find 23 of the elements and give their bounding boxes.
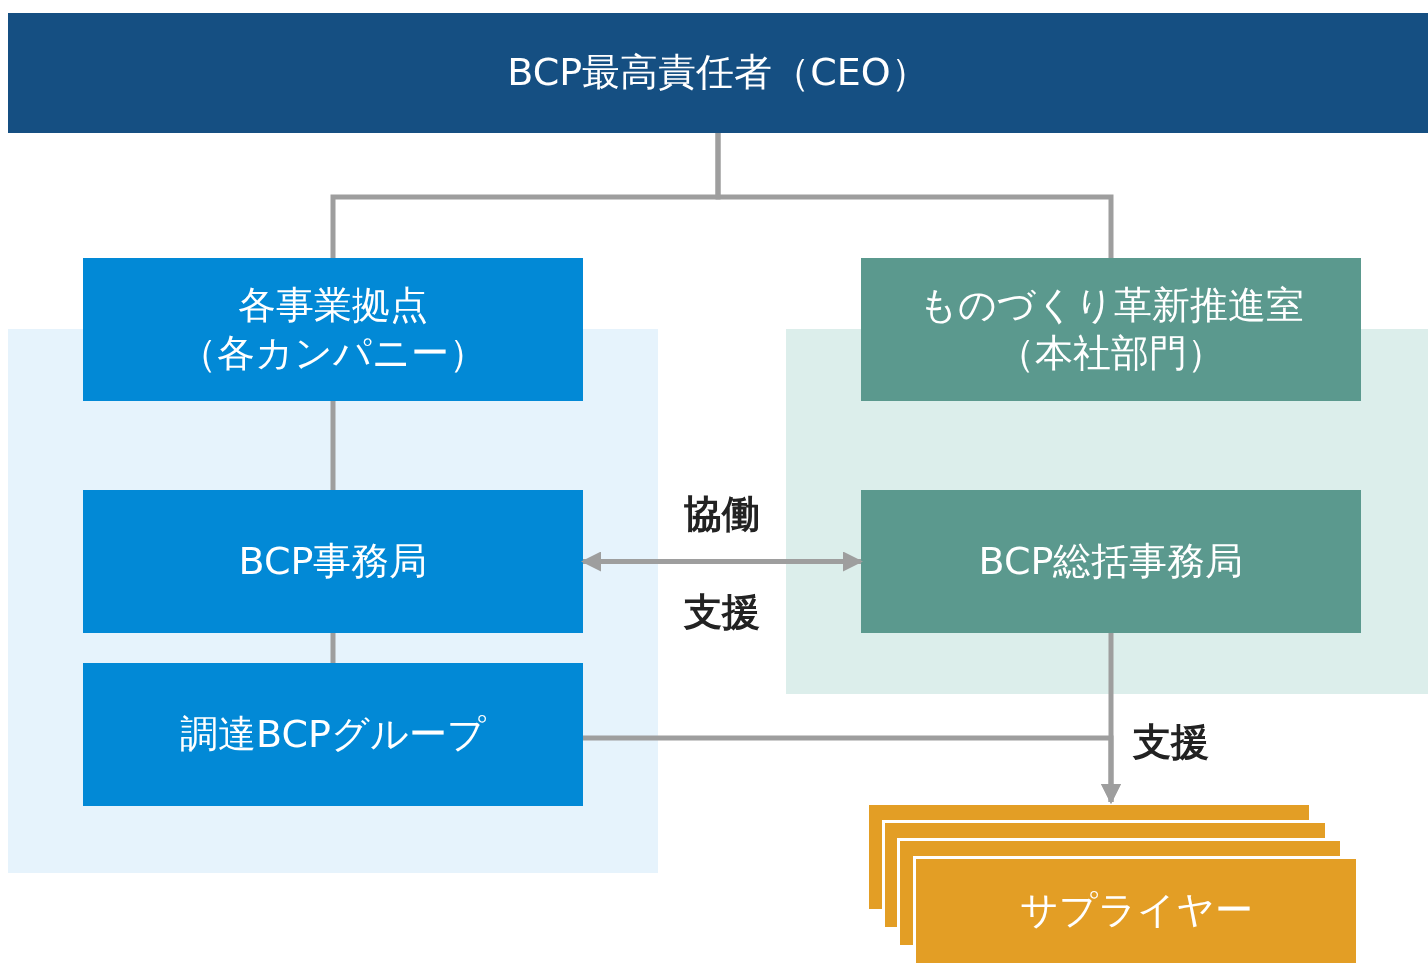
group-panel	[8, 401, 658, 873]
box-label: BCP事務局	[238, 537, 428, 585]
box-label: ものづくり革新推進室	[918, 282, 1304, 329]
box-label: BCP総括事務局	[978, 537, 1244, 585]
box-label: サプライヤー	[1019, 887, 1253, 935]
box-label: 各事業拠点	[238, 282, 428, 329]
box-label: （本社部門）	[997, 329, 1225, 377]
box-label: BCP最高責任者（CEO）	[507, 49, 929, 97]
arrow	[581, 551, 863, 572]
group-panel	[786, 401, 1428, 694]
connector-line	[330, 401, 336, 490]
box-label: （各カンパニー）	[179, 329, 487, 377]
process-box	[83, 663, 583, 806]
process-box	[861, 490, 1361, 633]
process-box	[83, 490, 583, 633]
connector-line	[715, 133, 1114, 258]
process-box	[83, 258, 583, 401]
stacked-cards	[866, 802, 1356, 963]
arrow	[583, 735, 1121, 804]
box-label: 調達BCPグループ	[180, 710, 486, 758]
connector-line	[330, 633, 336, 663]
title-box	[8, 13, 1428, 133]
process-box	[861, 258, 1361, 401]
